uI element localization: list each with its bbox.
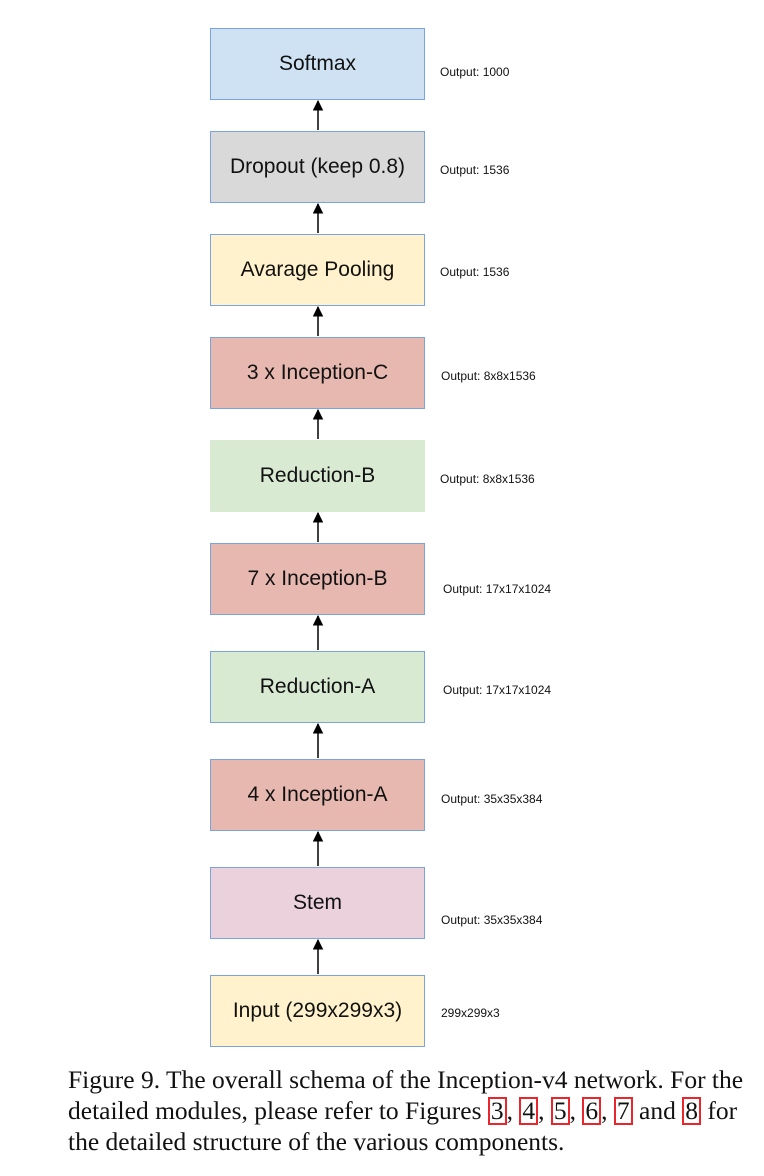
output-dropout: Output: 1536: [440, 163, 510, 177]
caption-and: and: [632, 1096, 683, 1125]
figure-ref-8[interactable]: 8: [682, 1097, 701, 1125]
block-softmax: Softmax: [210, 28, 425, 100]
block-inception-c: 3 x Inception-C: [210, 337, 425, 409]
output-inception-a: Output: 35x35x384: [441, 792, 543, 806]
figure-ref-3[interactable]: 3: [487, 1097, 507, 1125]
block-label: Reduction-B: [259, 464, 376, 487]
caption-sep: ,: [538, 1096, 551, 1125]
block-label: 4 x Inception-A: [247, 783, 388, 806]
block-label: 3 x Inception-C: [246, 361, 389, 384]
block-label: Avarage Pooling: [240, 258, 395, 281]
block-label: Reduction-A: [259, 675, 376, 698]
output-softmax: Output: 1000: [440, 65, 510, 79]
output-inception-b: Output: 17x17x1024: [443, 582, 552, 596]
output-input: 299x299x3: [441, 1006, 500, 1020]
caption-sep: ,: [506, 1096, 520, 1125]
block-label: 7 x Inception-B: [247, 567, 388, 590]
block-label: Dropout (keep 0.8): [229, 155, 406, 178]
figure-ref-5[interactable]: 5: [550, 1097, 570, 1125]
block-inception-a: 4 x Inception-A: [210, 759, 425, 831]
arrows-layer: [312, 99, 324, 974]
caption-sep: ,: [601, 1096, 614, 1125]
inception-v4-diagram: Softmax Output: 1000 Dropout (keep 0.8) …: [210, 28, 552, 1047]
block-label: Softmax: [278, 52, 357, 75]
block-reduction-a: Reduction-A: [210, 651, 425, 723]
block-avg-pooling: Avarage Pooling: [210, 234, 425, 306]
output-inception-c: Output: 8x8x1536: [441, 369, 536, 383]
figure-ref-4[interactable]: 4: [519, 1097, 539, 1125]
figure-ref-7[interactable]: 7: [613, 1097, 633, 1125]
block-reduction-b: Reduction-B: [210, 440, 425, 512]
caption-prefix: Figure 9. The overall schema of the Ince…: [68, 1065, 744, 1125]
block-label: Stem: [292, 891, 342, 914]
block-label: Input (299x299x3): [232, 999, 403, 1022]
block-dropout: Dropout (keep 0.8): [210, 131, 425, 203]
block-inception-b: 7 x Inception-B: [210, 543, 425, 615]
block-input: Input (299x299x3): [210, 975, 425, 1047]
caption-sep: ,: [569, 1096, 583, 1125]
figure-ref-6[interactable]: 6: [582, 1097, 602, 1125]
output-reduction-a: Output: 17x17x1024: [443, 683, 552, 697]
output-stem: Output: 35x35x384: [441, 913, 543, 927]
caption-suffix: for the detailed structure of the variou…: [68, 1096, 738, 1156]
output-reduction-b: Output: 8x8x1536: [440, 472, 535, 486]
block-stem: Stem: [210, 867, 425, 939]
output-avg-pooling: Output: 1536: [440, 265, 510, 279]
figure-caption: Figure 9. The overall schema of the Ince…: [68, 1064, 758, 1157]
